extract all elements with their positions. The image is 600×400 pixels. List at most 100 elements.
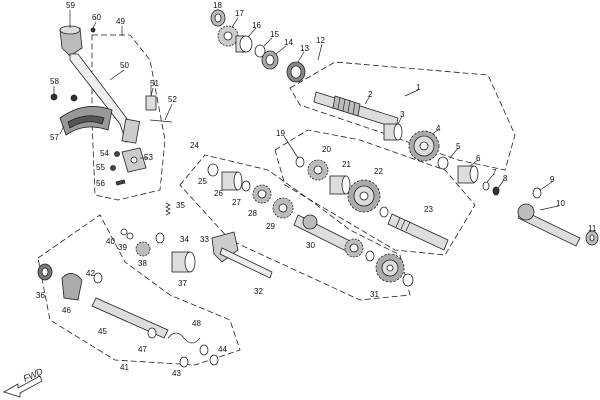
callout-44: 44 xyxy=(218,345,227,354)
shift-knob xyxy=(59,25,83,57)
clip-42a xyxy=(93,272,103,284)
callout-20: 20 xyxy=(322,145,331,154)
gear-28b xyxy=(344,238,364,258)
bushing-16 xyxy=(235,35,253,53)
group-outline-24 xyxy=(179,154,411,301)
lever-guide-plate xyxy=(59,106,113,136)
callout-6: 6 xyxy=(476,154,481,163)
callout-26: 26 xyxy=(214,189,223,198)
callout-22: 22 xyxy=(374,167,383,176)
callout-43: 43 xyxy=(172,369,181,378)
callout-53: 53 xyxy=(144,153,153,162)
drum-37 xyxy=(171,251,196,273)
callout-29: 29 xyxy=(266,222,275,231)
ring-7a xyxy=(295,156,305,168)
callout-56: 56 xyxy=(96,179,105,188)
gear-38 xyxy=(135,241,151,257)
lever-bracket xyxy=(145,86,157,111)
gear-31 xyxy=(375,253,405,283)
callout-36: 36 xyxy=(36,291,45,300)
callout-60: 60 xyxy=(92,13,101,22)
clip-43 xyxy=(179,356,189,368)
callout-39: 39 xyxy=(118,243,127,252)
callout-34: 34 xyxy=(180,235,189,244)
clip-44 xyxy=(209,354,219,366)
pin-39 xyxy=(126,232,134,240)
washer-55 xyxy=(110,165,116,171)
callout-58: 58 xyxy=(50,77,59,86)
gear-29 xyxy=(272,197,294,219)
callout-19: 19 xyxy=(276,129,285,138)
seal-36 xyxy=(37,263,53,281)
callout-40: 40 xyxy=(106,237,115,246)
callout-9: 9 xyxy=(550,175,555,184)
callout-18: 18 xyxy=(213,1,222,10)
bearing-14 xyxy=(261,50,279,70)
gear-22 xyxy=(347,179,381,213)
callout-32: 32 xyxy=(254,287,263,296)
group-outline-19 xyxy=(274,129,476,256)
callout-51: 51 xyxy=(150,79,159,88)
washer-25b xyxy=(402,273,414,287)
ring-15 xyxy=(254,44,266,58)
seal-12-13 xyxy=(286,61,306,83)
callout-41: 41 xyxy=(120,363,129,372)
callout-5: 5 xyxy=(456,142,461,151)
leader-lines xyxy=(53,9,559,211)
callout-4: 4 xyxy=(436,124,441,133)
callout-1: 1 xyxy=(416,83,421,92)
bushing-6 xyxy=(457,165,479,184)
callout-48: 48 xyxy=(192,319,201,328)
washer-54 xyxy=(114,151,120,157)
callout-59: 59 xyxy=(66,1,75,10)
callout-42a: 42 xyxy=(86,269,95,278)
clip-7 xyxy=(482,181,490,191)
counter-shaft-23 xyxy=(387,213,449,251)
callout-47: 47 xyxy=(138,345,147,354)
callout-8: 8 xyxy=(503,174,508,183)
callout-23: 23 xyxy=(424,205,433,214)
callout-27a: 27 xyxy=(232,198,241,207)
callout-25a: 25 xyxy=(198,177,207,186)
callout-57: 57 xyxy=(50,133,59,142)
fwd-arrow-icon xyxy=(3,375,43,398)
callout-30: 30 xyxy=(306,241,315,250)
ring-40 xyxy=(120,228,128,236)
shift-lever xyxy=(69,53,141,144)
shaft-30 xyxy=(293,214,353,253)
callout-38: 38 xyxy=(138,259,147,268)
ring-34 xyxy=(155,232,165,244)
lever-base xyxy=(121,147,147,173)
washer-25a xyxy=(207,163,219,177)
bushing-3 xyxy=(383,123,403,141)
callout-54: 54 xyxy=(100,149,109,158)
callout-50: 50 xyxy=(120,61,129,70)
callout-31: 31 xyxy=(370,290,379,299)
group-outline-41 xyxy=(37,214,241,366)
callout-17: 17 xyxy=(235,9,244,18)
gear-20 xyxy=(307,159,329,181)
callout-37: 37 xyxy=(178,279,187,288)
callout-35: 35 xyxy=(176,201,185,210)
washer-18 xyxy=(210,9,226,27)
callout-2: 2 xyxy=(368,90,373,99)
main-shaft-2 xyxy=(313,91,399,129)
washer-47 xyxy=(147,327,157,339)
washer-5 xyxy=(437,156,449,170)
clip-60 xyxy=(90,27,96,33)
callout-15: 15 xyxy=(270,30,279,39)
callout-11: 11 xyxy=(588,224,597,233)
callout-49: 49 xyxy=(116,17,125,26)
callout-12: 12 xyxy=(316,36,325,45)
gear-28a xyxy=(252,184,272,204)
callout-24: 24 xyxy=(190,141,199,150)
callout-16: 16 xyxy=(252,21,261,30)
spring-35 xyxy=(165,202,171,216)
callout-55: 55 xyxy=(96,163,105,172)
gear-4 xyxy=(408,130,440,162)
callout-3: 3 xyxy=(400,110,405,119)
callout-14: 14 xyxy=(284,38,293,47)
callout-33: 33 xyxy=(200,235,209,244)
callout-46: 46 xyxy=(62,306,71,315)
